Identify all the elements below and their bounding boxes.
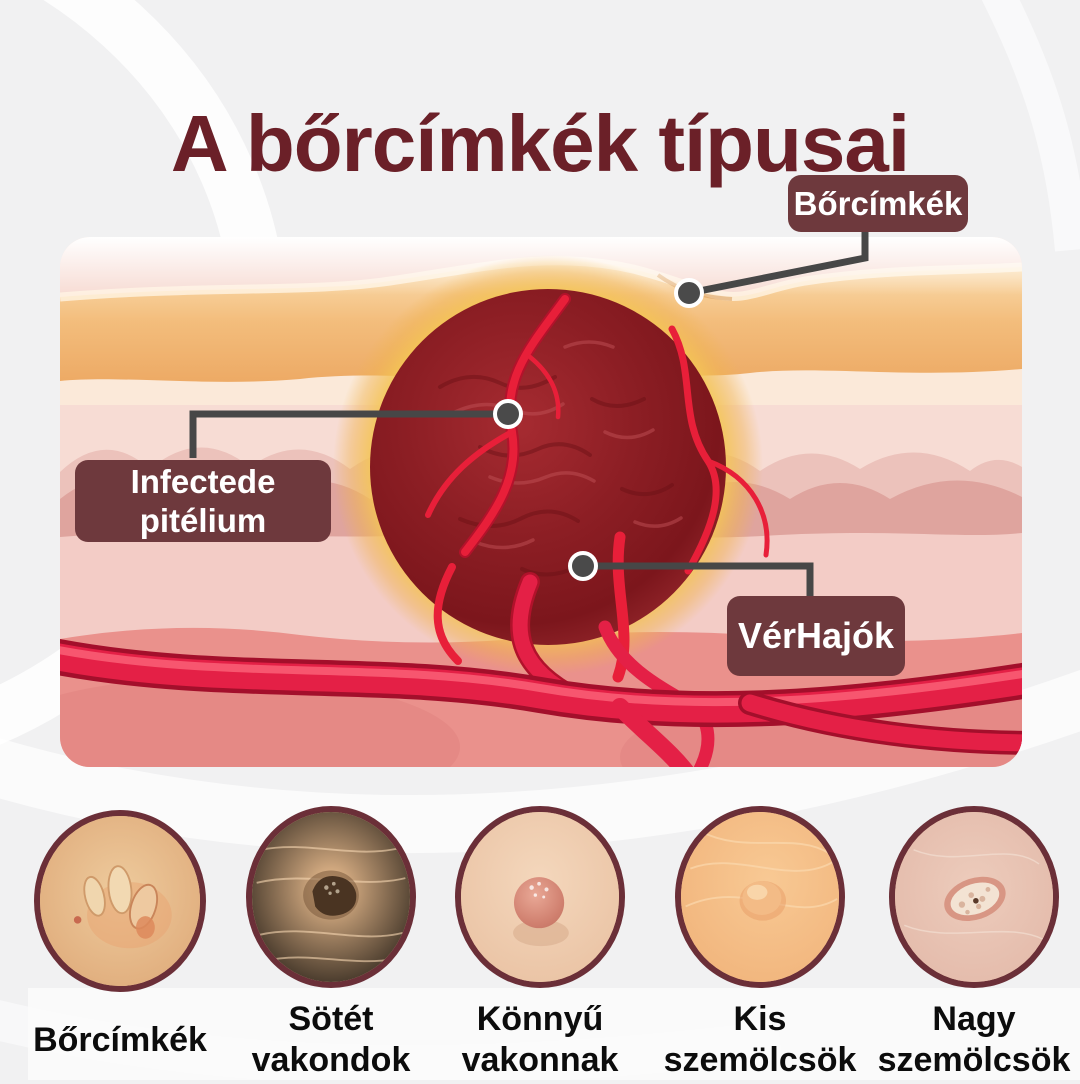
dark-mole-photo: [246, 806, 416, 988]
type-label-small-warts: Kis szemölcsök: [645, 996, 875, 1084]
large-wart-photo: [889, 806, 1059, 988]
type-label-dark-moles: Sötét vakondok: [216, 996, 446, 1084]
type-label-light-moles: Könnyű vakonnak: [425, 996, 655, 1084]
callout-label-blood-vessels: VérHajók: [727, 596, 905, 676]
type-label-skin-tags: Bőrcímkék: [5, 996, 235, 1084]
type-label-line: Könnyű: [476, 1000, 604, 1038]
light-mole-photo: [455, 806, 625, 988]
type-label-line: vakonnak: [461, 1041, 619, 1079]
callout-label-infected-epithelium: Infectede pitélium: [75, 460, 331, 542]
type-label-large-warts: Nagy szemölcsök: [859, 996, 1080, 1084]
page-title: A bőrcímkék típusai: [170, 98, 910, 188]
type-label-line: Bőrcímkék: [33, 1020, 207, 1059]
skin-tags-photo: [34, 810, 206, 992]
callout-label-text: VérHajók: [737, 615, 895, 656]
callout-label-skin-tag: Bőrcímkék: [788, 175, 968, 232]
type-label-line: vakondok: [251, 1041, 411, 1079]
type-label-line: Nagy: [932, 1000, 1016, 1038]
tumor-texture-light: [453, 340, 683, 550]
callout-label-text-line2: pitélium: [139, 502, 267, 539]
type-label-line: szemölcsök: [663, 1041, 857, 1079]
type-label-line: Kis: [733, 1000, 787, 1038]
callout-label-text: Bőrcímkék: [793, 184, 963, 222]
callout-label-text-line1: Infectede: [130, 463, 276, 500]
small-wart-photo: [675, 806, 845, 988]
type-label-line: szemölcsök: [877, 1041, 1071, 1079]
type-label-line: Sötét: [288, 1000, 374, 1038]
tumor-sphere: [370, 289, 726, 645]
